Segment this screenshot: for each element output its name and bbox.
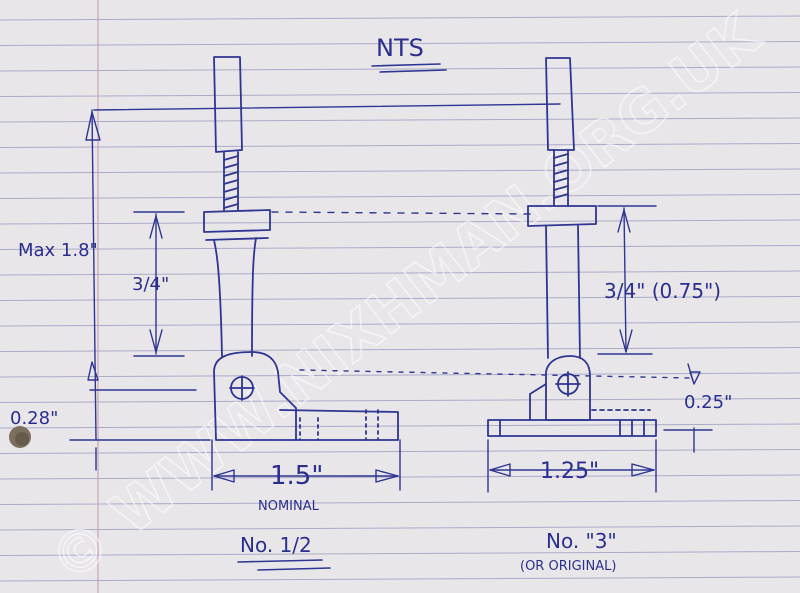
punch-hole-shadow xyxy=(15,432,29,446)
left-part-drawing xyxy=(203,56,399,441)
ruled-lines xyxy=(0,15,800,582)
rule-line xyxy=(0,270,800,276)
right-part-drawing xyxy=(487,57,657,437)
rule-line xyxy=(0,15,800,21)
left-spacer-label: 3/4" xyxy=(132,274,169,295)
left-base-label: 0.28" xyxy=(10,408,58,429)
right-caption: No. "3" xyxy=(546,529,617,553)
rule-line xyxy=(0,168,800,174)
title-nts: NTS xyxy=(376,34,424,62)
right-base-label: 0.25" xyxy=(684,392,732,413)
rule-line xyxy=(0,219,800,225)
right-spacer-label: 3/4" (0.75") xyxy=(604,279,721,303)
rule-line xyxy=(0,372,800,378)
rule-line xyxy=(0,321,800,327)
rule-line xyxy=(0,423,800,429)
rule-line xyxy=(0,92,800,97)
right-width-label: 1.25" xyxy=(540,459,599,484)
rule-line xyxy=(0,143,800,148)
rule-line xyxy=(0,117,800,123)
rule-line xyxy=(0,245,800,250)
rule-line xyxy=(0,41,800,46)
title-underline xyxy=(371,63,447,73)
rule-line xyxy=(0,194,800,199)
rule-line xyxy=(0,525,800,531)
rule-line xyxy=(0,576,800,582)
rule-line xyxy=(0,66,800,72)
left-width-label: 1.5" xyxy=(270,461,323,491)
left-height-label: Max 1.8" xyxy=(18,240,98,261)
right-dimensions xyxy=(487,205,713,493)
rule-line xyxy=(0,347,800,352)
left-width-note: NOMINAL xyxy=(258,499,320,514)
rule-line xyxy=(0,551,800,556)
left-caption: No. 1/2 xyxy=(240,533,312,557)
rule-line xyxy=(0,296,800,301)
left-dimensions xyxy=(69,103,691,491)
rule-line xyxy=(0,500,800,505)
right-caption-note: (OR ORIGINAL) xyxy=(520,559,616,574)
rule-line xyxy=(0,398,800,403)
left-caption-underline xyxy=(237,559,331,571)
